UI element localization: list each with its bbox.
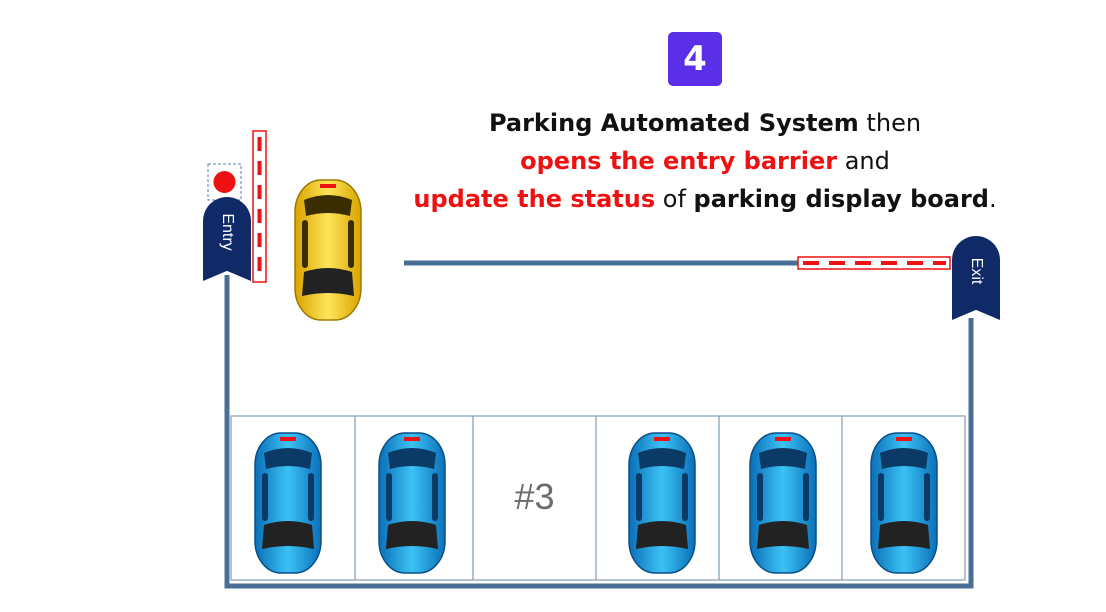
exit-sign: Exit (952, 236, 1000, 320)
entry-indicator-light (207, 163, 242, 201)
parked-car-slot-5 (749, 432, 817, 574)
road-path (224, 275, 974, 589)
parked-car-slot-6 (870, 432, 938, 574)
entry-sign-label: Entry (219, 213, 236, 251)
parked-car-slot-2 (378, 432, 446, 574)
caption-display-board: parking display board (693, 185, 989, 213)
parking-slots (230, 415, 966, 581)
empty-slot-label: #3 (514, 476, 555, 517)
exit-sign-label: Exit (968, 257, 985, 285)
caption-opens-barrier: opens the entry barrier (520, 147, 838, 175)
caption-line-1: Parking Automated System then (380, 104, 1030, 142)
step-number-badge: 4 (668, 32, 722, 86)
entry-sign: Entry (203, 197, 251, 281)
arriving-car (294, 179, 362, 321)
caption-line-3: update the status of parking display boa… (380, 180, 1030, 218)
parked-car-slot-4 (628, 432, 696, 574)
caption-line-2: opens the entry barrier and (380, 142, 1030, 180)
caption-then: then (858, 109, 922, 137)
caption-period: . (988, 185, 997, 213)
caption-of: of (655, 185, 694, 213)
caption-system-name: Parking Automated System (488, 109, 859, 137)
entry-barrier (252, 130, 267, 283)
exit-barrier (797, 256, 951, 270)
caption-update-status: update the status (413, 185, 656, 213)
caption-and: and (837, 147, 890, 175)
parked-car-slot-1 (254, 432, 322, 574)
step-caption: Parking Automated System then opens the … (380, 104, 1030, 218)
